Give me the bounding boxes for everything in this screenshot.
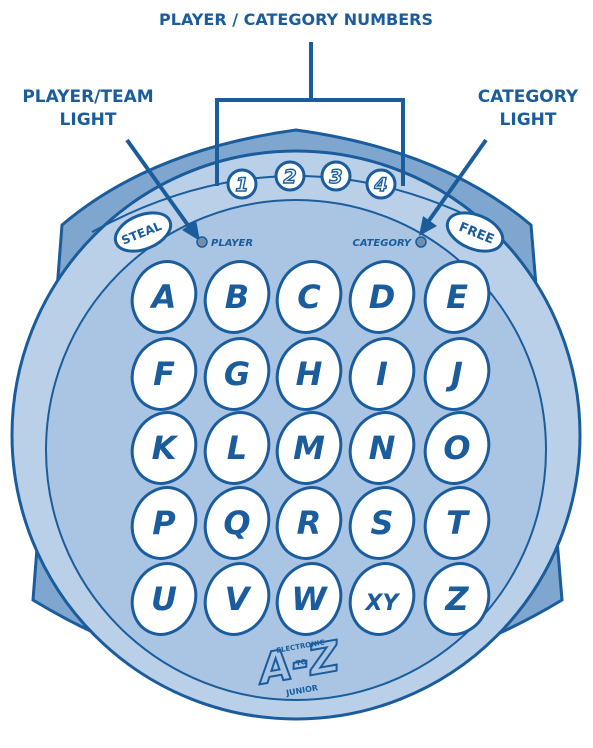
letter-key-label: L [227, 429, 247, 467]
letter-key-h[interactable]: H [267, 329, 351, 419]
letter-key-c[interactable]: C [267, 252, 351, 342]
letter-key-label: K [152, 429, 179, 467]
letter-key-label: R [297, 504, 322, 542]
letter-key-n[interactable]: N [340, 403, 424, 493]
letter-key-label: A [149, 278, 177, 316]
category-light-arrow [419, 138, 488, 236]
letter-key-label: V [225, 580, 252, 618]
number-button-1[interactable]: 1 [226, 168, 258, 200]
letter-key-label: S [370, 504, 393, 542]
letter-key-j[interactable]: J [415, 329, 499, 419]
letter-key-label: U [151, 580, 177, 618]
letter-key-label: D [369, 278, 396, 316]
letter-key-w[interactable]: W [267, 554, 351, 644]
letter-key-o[interactable]: O [415, 403, 499, 493]
player-light-arrow [125, 138, 200, 241]
letter-key-label: P [152, 504, 176, 542]
letter-key-l[interactable]: L [195, 403, 279, 493]
letter-key-label: O [443, 429, 470, 467]
letter-key-label: M [293, 429, 325, 467]
logo-to: TO [295, 658, 307, 668]
letter-key-e[interactable]: E [415, 252, 499, 342]
steal-button[interactable]: STEAL [110, 205, 177, 258]
letter-key-b[interactable]: B [195, 252, 279, 342]
letter-key-r[interactable]: R [267, 478, 351, 568]
letter-key-f[interactable]: F [122, 329, 206, 419]
player-category-numbers-label: PLAYER / CATEGORY NUMBERS [159, 10, 433, 29]
category-light-line-2: LIGHT [499, 110, 557, 130]
category-indicator: CATEGORY [352, 236, 427, 249]
letter-key-label: B [225, 278, 249, 316]
letter-key-u[interactable]: U [122, 554, 206, 644]
letter-key-m[interactable]: M [267, 403, 351, 493]
player-team-light-label: PLAYER/TEAM LIGHT [0, 86, 176, 132]
letter-key-label: H [296, 355, 323, 393]
letter-key-label: F [153, 355, 175, 393]
letter-key-label: E [446, 278, 468, 316]
number-button-label: 2 [283, 166, 296, 188]
player-light-icon [196, 236, 208, 248]
category-light-icon [415, 236, 427, 248]
number-button-label: 3 [329, 166, 342, 188]
letter-key-s[interactable]: S [340, 478, 424, 568]
letter-key-i[interactable]: I [340, 329, 424, 419]
letter-key-p[interactable]: P [122, 478, 206, 568]
letter-key-label: C [297, 278, 321, 316]
letter-key-d[interactable]: D [340, 252, 424, 342]
letter-key-label: Q [223, 504, 250, 542]
letter-key-z[interactable]: Z [415, 554, 499, 644]
category-indicator-label: CATEGORY [352, 238, 412, 249]
number-buttons: 1 2 3 4 [226, 160, 397, 200]
letter-key-v[interactable]: V [195, 554, 279, 644]
letter-key-a[interactable]: A [122, 252, 206, 342]
player-indicator: PLAYER [196, 236, 253, 249]
letter-key-label: N [369, 429, 396, 467]
category-light-label: CATEGORY LIGHT [464, 86, 592, 132]
number-connector [215, 42, 405, 186]
number-button-2[interactable]: 2 [274, 160, 306, 192]
letter-key-label: W [291, 580, 328, 618]
free-button[interactable]: FREE [442, 205, 509, 258]
number-button-label: 4 [373, 174, 387, 196]
letter-key-label: I [376, 355, 388, 393]
category-light-line-1: CATEGORY [477, 87, 579, 107]
number-button-label: 1 [235, 174, 248, 196]
player-team-light-line-1: PLAYER/TEAM [22, 87, 154, 107]
player-indicator-label: PLAYER [211, 238, 253, 249]
player-team-light-line-2: LIGHT [59, 110, 117, 130]
letter-key-label: XY [364, 591, 401, 616]
letter-key-q[interactable]: Q [195, 478, 279, 568]
letter-key-label: G [224, 355, 250, 393]
letter-key-k[interactable]: K [122, 403, 206, 493]
letter-key-t[interactable]: T [415, 478, 499, 568]
number-button-4[interactable]: 4 [365, 168, 397, 200]
number-button-3[interactable]: 3 [320, 160, 352, 192]
letter-key-label: T [446, 504, 470, 542]
letter-key-label: Z [444, 580, 469, 618]
letter-key-xy[interactable]: XY [340, 554, 424, 644]
letter-key-g[interactable]: G [195, 329, 279, 419]
